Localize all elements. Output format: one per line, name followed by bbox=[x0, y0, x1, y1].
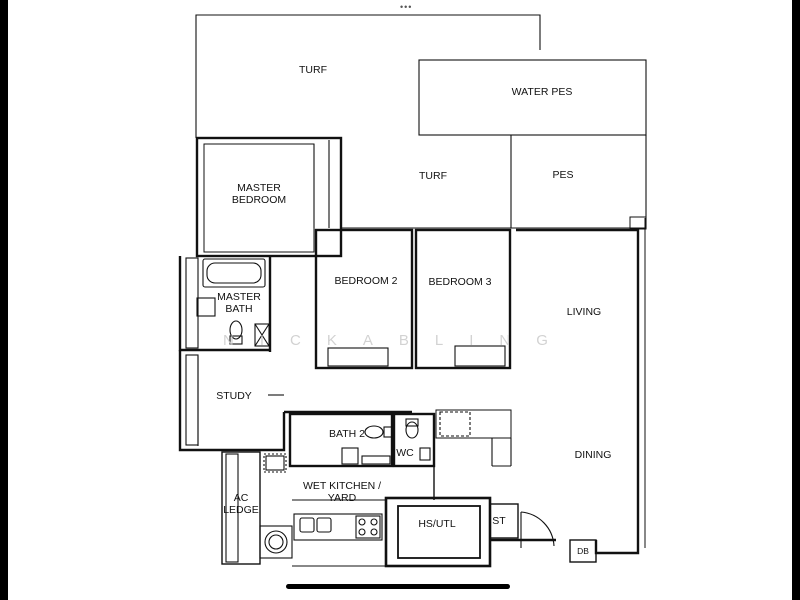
wc-toilet bbox=[405, 421, 419, 439]
label-ac-ledge: AC LEDGE bbox=[223, 492, 259, 516]
living-dining-outline bbox=[516, 228, 640, 555]
label-pes: PES bbox=[552, 169, 574, 181]
label-wet-kitchen: WET KITCHEN / YARD bbox=[303, 480, 381, 504]
label-bath2: BATH 2 bbox=[329, 428, 365, 440]
ac-ledge-outline bbox=[221, 451, 261, 565]
hs-utl-inner bbox=[397, 505, 481, 559]
bedroom3-outline bbox=[414, 228, 512, 370]
label-wc: WC bbox=[396, 447, 414, 459]
label-living: LIVING bbox=[566, 306, 602, 318]
bath2-toilet bbox=[364, 425, 384, 439]
st-box bbox=[489, 503, 519, 539]
label-hs-utl: HS/UTL bbox=[418, 518, 456, 530]
label-turf-mid: TURF bbox=[419, 170, 447, 182]
bath2-outline bbox=[288, 412, 394, 468]
label-st: ST bbox=[492, 515, 506, 527]
study-outline bbox=[178, 350, 286, 452]
bathtub bbox=[202, 258, 266, 288]
label-dining: DINING bbox=[574, 449, 612, 461]
home-indicator[interactable] bbox=[286, 584, 510, 589]
kitchen-counter-top bbox=[435, 409, 512, 439]
floor-plan-page: ••• bbox=[8, 0, 792, 600]
bedroom3-wardrobe bbox=[454, 345, 506, 367]
db-box bbox=[569, 539, 597, 563]
washing-machine bbox=[259, 525, 293, 559]
bedroom2-outline bbox=[314, 228, 414, 370]
bedroom2-wardrobe bbox=[327, 347, 389, 367]
label-turf-top: TURF bbox=[299, 64, 327, 76]
wet-kitchen-outline bbox=[290, 465, 435, 500]
label-bedroom2: BEDROOM 2 bbox=[334, 275, 398, 287]
kitchen-sink-counter bbox=[293, 513, 383, 541]
pes-area bbox=[510, 135, 647, 229]
master-bath-toilet bbox=[229, 320, 243, 340]
label-bedroom3: BEDROOM 3 bbox=[428, 276, 492, 288]
turf-boundary bbox=[195, 14, 541, 138]
label-master-bedroom: MASTER BEDROOM bbox=[231, 182, 287, 206]
water-pes-area bbox=[418, 59, 647, 136]
more-options-indicator: ••• bbox=[400, 2, 413, 12]
stove bbox=[355, 515, 381, 539]
watermark-text: NICKABLING bbox=[223, 332, 574, 349]
label-study: STUDY bbox=[216, 390, 252, 402]
floor-plan-drawing bbox=[178, 14, 647, 568]
label-water-pes: WATER PES bbox=[511, 86, 573, 98]
label-db: DB bbox=[577, 546, 589, 556]
label-master-bath: MASTER BATH bbox=[217, 291, 261, 315]
hs-utl-outer bbox=[384, 496, 492, 568]
